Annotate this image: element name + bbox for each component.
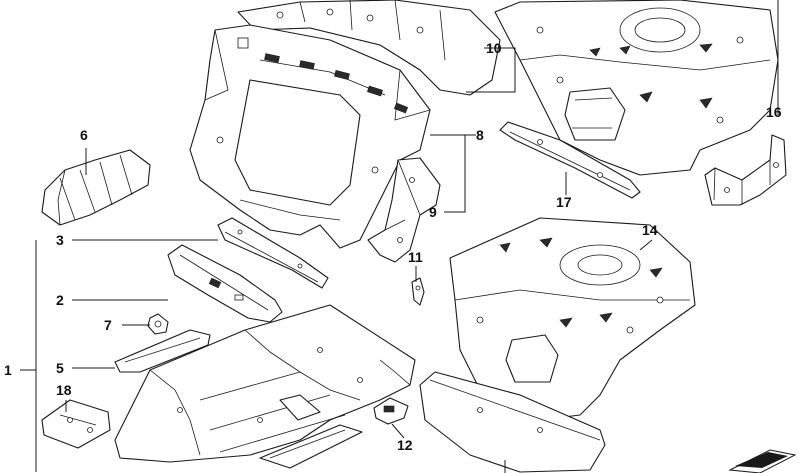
part-16-bracket [704,134,787,206]
part-10-rear-shelf-upper [237,0,501,96]
callout-16: 16 [766,104,782,120]
part-11-small-bracket [411,277,425,306]
callout-11: 11 [408,249,423,265]
callout-labels: 1 2 3 5 6 7 8 9 10 11 12 14 16 17 18 [4,40,782,453]
part-8-rear-frame [189,24,431,249]
part-1-floor-assembly [114,304,416,469]
part-7-clip [147,313,169,335]
part-14-rear-panel-lower [449,217,696,421]
leader-lines [20,0,779,473]
callout-18: 18 [56,382,72,398]
callout-10: 10 [486,40,502,56]
callout-6: 6 [80,127,88,143]
part-12-bracket [373,397,409,425]
callout-17: 17 [556,194,572,210]
part-18-mount-plate [41,399,111,449]
callout-2: 2 [56,292,64,308]
part-17-cross-member [499,121,641,199]
callout-3: 3 [56,232,64,248]
callout-7: 7 [104,317,112,333]
part-9-side-bracket [367,157,441,263]
arrow-icon [728,449,797,473]
callout-5: 5 [56,360,64,376]
part-rear-sill [419,371,606,473]
callout-12: 12 [397,437,413,453]
callout-9: 9 [429,204,437,220]
callout-8: 8 [476,127,484,143]
callout-1: 1 [4,362,12,378]
part-rear-panel-upper [494,0,779,176]
part-2-floor-member [167,244,283,323]
callout-14: 14 [642,222,658,238]
part-3-floor-rail [217,217,329,289]
part-6-heat-shield [41,149,151,226]
